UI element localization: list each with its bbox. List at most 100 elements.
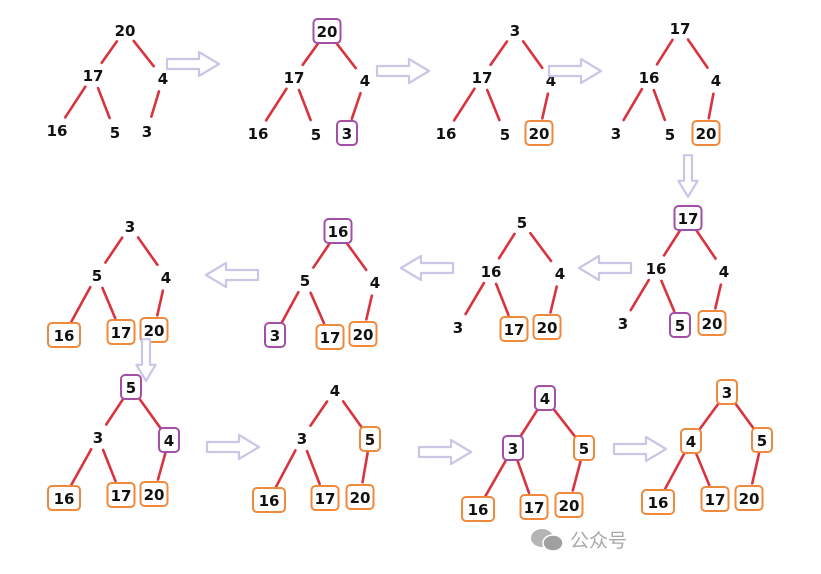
tree-edge: [714, 283, 723, 310]
arrow-left-icon: [577, 254, 633, 282]
heap-node-value: 5: [757, 432, 767, 450]
swap-highlight-box: [673, 205, 703, 231]
heap-node-value: 4: [164, 432, 174, 450]
heap-node-value: 5: [92, 267, 102, 285]
heap-node-value: 17: [111, 324, 132, 342]
heap-node-value: 20: [537, 319, 558, 337]
sorted-highlight-box: [716, 379, 738, 405]
tree-edge: [464, 281, 486, 316]
tree-edge: [301, 41, 321, 67]
tree-edge: [156, 289, 165, 317]
sorted-highlight-box: [519, 494, 549, 520]
heap-node-value: 16: [468, 501, 489, 519]
tree-edge: [707, 92, 715, 120]
heap-node-value: 4: [546, 72, 556, 90]
heap-node-value: 20: [739, 490, 760, 508]
swap-highlight-box: [534, 385, 556, 411]
swap-highlight-box: [502, 435, 524, 461]
heap-node-value: 20: [702, 315, 723, 333]
tree-edge: [484, 458, 508, 498]
tree-edge: [63, 85, 87, 119]
watermark: 公众号: [530, 526, 627, 553]
tree-edge: [150, 90, 161, 118]
heap-node-value: 17: [705, 491, 726, 509]
sorted-highlight-box: [524, 120, 554, 146]
tree-edge: [663, 452, 686, 491]
heap-node-value: 3: [142, 123, 152, 141]
heap-node-value: 17: [524, 499, 545, 517]
swap-highlight-box: [120, 374, 142, 400]
swap-highlight-box: [264, 322, 286, 348]
heap-node-value: 5: [517, 214, 527, 232]
sorted-highlight-box: [461, 496, 495, 522]
swap-highlight-box: [158, 427, 180, 453]
heap-node-value: 17: [315, 490, 336, 508]
heap-node-value: 20: [529, 125, 550, 143]
tree-edge: [69, 285, 92, 324]
heap-node-value: 20: [559, 497, 580, 515]
heap-node-value: 3: [618, 315, 628, 333]
heap-node-value: 20: [144, 486, 165, 504]
heap-node-value: 5: [311, 126, 321, 144]
tree-edge: [361, 451, 369, 484]
tree-edge: [100, 40, 119, 65]
tree-edge: [698, 401, 721, 431]
heap-node-value: 4: [158, 70, 168, 88]
tree-edge: [695, 452, 711, 487]
heap-node-value: 20: [350, 489, 371, 507]
tree-edge: [521, 40, 544, 70]
tree-edge: [686, 38, 709, 69]
tree-edge: [552, 407, 577, 438]
tree-edge: [622, 87, 644, 122]
sorted-highlight-box: [47, 322, 81, 348]
tree-edge: [350, 91, 362, 121]
sorted-highlight-box: [697, 310, 727, 336]
heap-node-value: 3: [722, 384, 732, 402]
heap-node-value: 5: [579, 440, 589, 458]
heap-node-value: 5: [300, 272, 310, 290]
heap-node-value: 16: [639, 69, 660, 87]
swap-highlight-box: [669, 312, 691, 338]
heap-node-value: 3: [125, 218, 135, 236]
sorted-highlight-box: [499, 316, 529, 342]
heap-node-value: 16: [481, 263, 502, 281]
tree-edge: [519, 408, 539, 437]
heap-node-value: 5: [500, 126, 510, 144]
tree-edge: [485, 88, 501, 122]
heap-node-value: 16: [436, 125, 457, 143]
sorted-highlight-box: [751, 427, 773, 453]
heap-node-value: 3: [270, 327, 280, 345]
tree-edge: [132, 39, 155, 68]
heap-node-value: 17: [320, 329, 341, 347]
heap-node-value: 3: [510, 22, 520, 40]
tree-edge: [104, 397, 125, 426]
arrow-right-icon: [417, 438, 473, 466]
heap-node-value: 5: [365, 431, 375, 449]
arrow-right-icon: [375, 57, 431, 85]
heap-node-value: 4: [719, 263, 729, 281]
heap-node-value: 4: [161, 269, 171, 287]
sorted-highlight-box: [310, 485, 340, 511]
heap-node-value: 3: [297, 430, 307, 448]
sorted-highlight-box: [680, 428, 702, 454]
tree-edge: [344, 241, 368, 272]
heap-node-value: 16: [47, 122, 68, 140]
tree-edge: [629, 278, 651, 312]
tree-edge: [280, 290, 300, 324]
heap-node-value: 20: [353, 326, 374, 344]
arrow-right-icon: [165, 50, 221, 78]
heap-node-value: 4: [360, 72, 370, 90]
tree-edge: [516, 459, 531, 495]
heap-node-value: 17: [111, 487, 132, 505]
heap-node-value: 5: [110, 124, 120, 142]
heap-node-value: 17: [472, 69, 493, 87]
heap-node-value: 17: [670, 20, 691, 38]
heap-node-value: 5: [126, 379, 136, 397]
tree-edge: [309, 400, 329, 427]
sorted-highlight-box: [139, 481, 169, 507]
sorted-highlight-box: [315, 324, 345, 350]
sorted-highlight-box: [691, 120, 721, 146]
tree-edge: [365, 294, 374, 321]
